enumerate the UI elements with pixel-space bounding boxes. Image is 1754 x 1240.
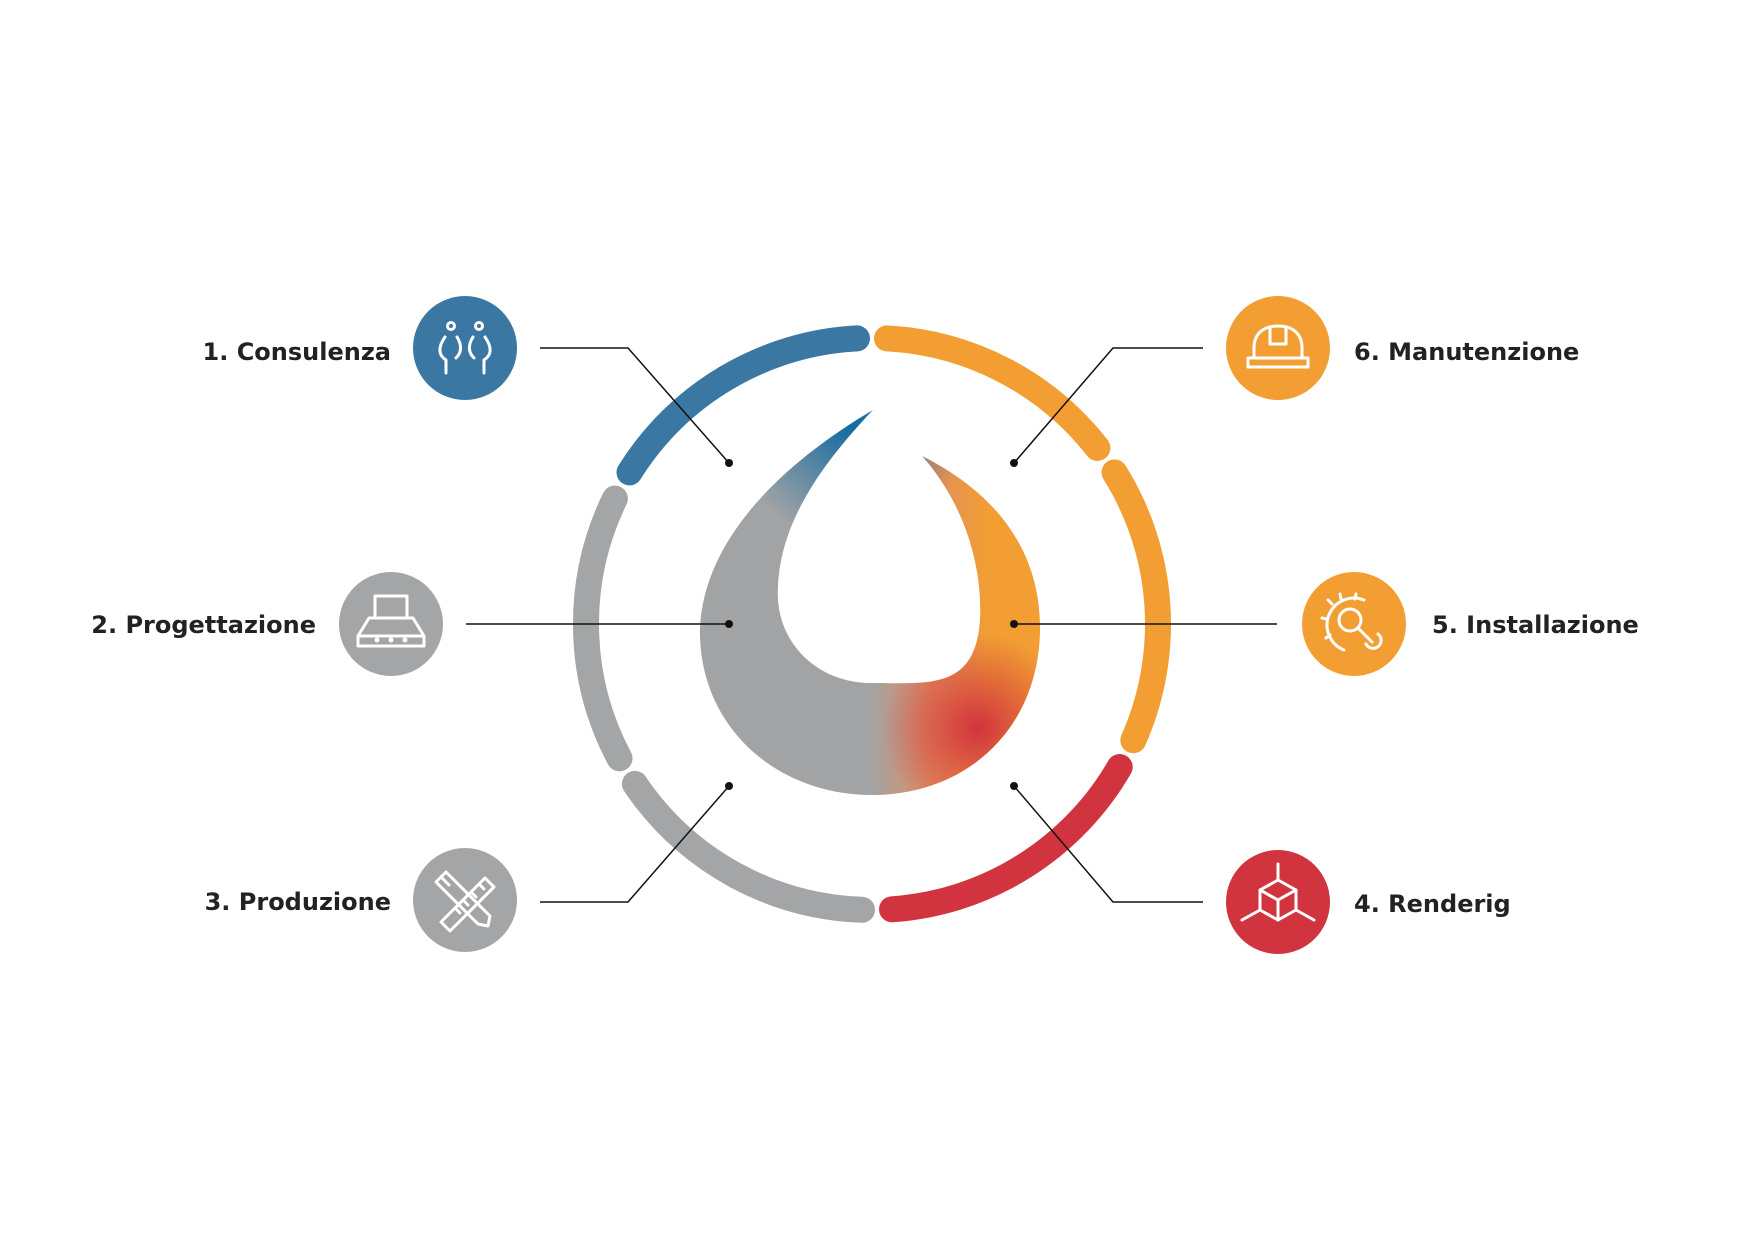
step-6-badge — [1226, 296, 1330, 400]
ruler-pencil-icon — [434, 870, 496, 933]
connector-step-1 — [540, 347, 730, 464]
step-3-label: 3. Produzione — [205, 888, 391, 916]
cube-icon — [1240, 862, 1316, 922]
step-3-node: 3. Produzione — [205, 848, 517, 952]
ring-segment-consulenza — [616, 325, 870, 486]
ring-segment-manutenzione — [874, 325, 1111, 461]
drop-swirl-logo — [699, 410, 1040, 795]
step-6-label: 6. Manutenzione — [1354, 338, 1579, 366]
step-4-node: 4. Renderig — [1226, 850, 1511, 954]
connector-dots — [725, 459, 1018, 790]
step-5-node: 5. Installazione — [1302, 572, 1639, 676]
step-2-label: 2. Progettazione — [91, 611, 316, 639]
hard-hat-icon — [1246, 324, 1310, 369]
step-5-label: 5. Installazione — [1432, 611, 1639, 639]
step-2-node: 2. Progettazione — [91, 572, 443, 676]
process-ring — [573, 325, 1171, 923]
connectors — [466, 347, 1277, 903]
ring-segment-produzione — [621, 770, 875, 923]
gear-wrench-icon — [1320, 592, 1383, 652]
people-icon — [438, 321, 492, 375]
step-1-badge — [413, 296, 517, 400]
connector-step-4 — [1013, 785, 1203, 903]
step-1-label: 1. Consulenza — [203, 338, 391, 366]
ring-segment-installazione — [1101, 459, 1171, 754]
connector-step-6 — [1013, 347, 1203, 464]
computer-icon — [356, 594, 426, 648]
step-1-node: 1. Consulenza — [203, 296, 517, 400]
ring-segment-progettazione — [573, 485, 633, 772]
connector-step-3 — [540, 785, 730, 903]
step-2-badge — [339, 572, 443, 676]
step-4-label: 4. Renderig — [1354, 890, 1511, 918]
step-6-node: 6. Manutenzione — [1226, 296, 1579, 400]
ring-segment-renderig — [879, 754, 1133, 923]
step-5-badge — [1302, 572, 1406, 676]
